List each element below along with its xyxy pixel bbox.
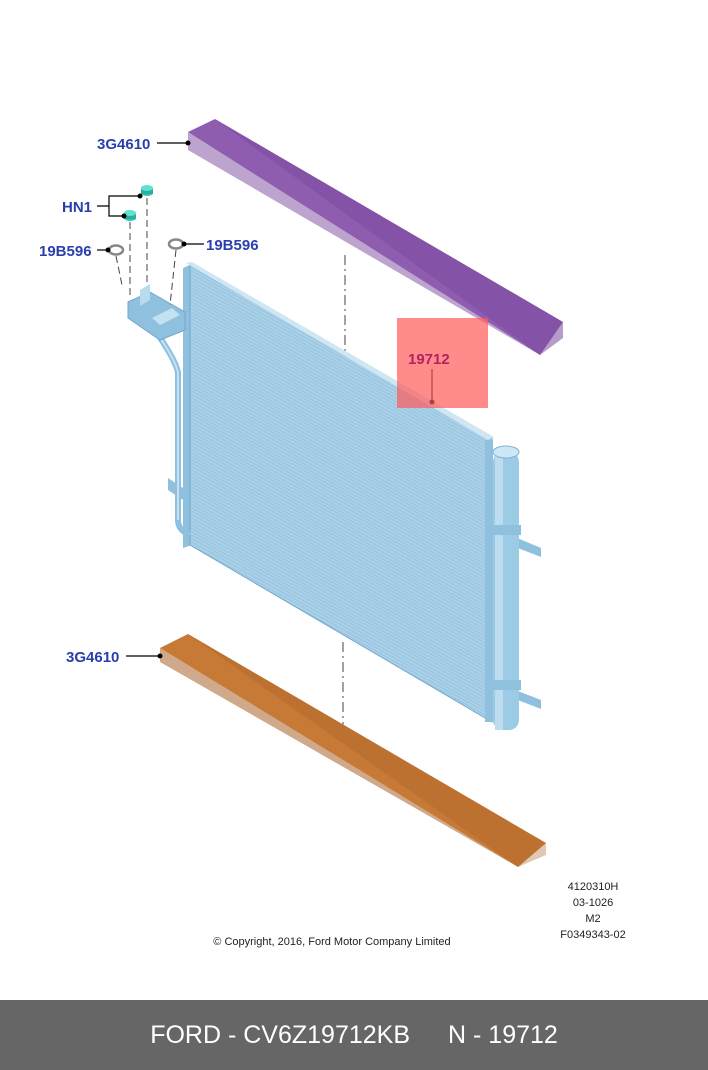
footer-part-number: FORD - CV6Z19712KB [150, 1020, 411, 1049]
parts-diagram: 3G4610 HN1 19B596 19B596 19712 3G4610 [39, 119, 563, 867]
nut-lower [124, 210, 136, 221]
top-seal-3g4610 [188, 119, 563, 355]
reference-code: 4120310H [567, 881, 619, 893]
callout-bottom-seal[interactable]: 3G4610 [66, 649, 119, 666]
callout-ring-left[interactable]: 19B596 [39, 243, 92, 260]
nut-upper [141, 185, 153, 196]
assembly-lines [115, 198, 177, 306]
reference-code: M2 [585, 913, 601, 925]
footer-bar: FORD - CV6Z19712KB N - 19712 [0, 1000, 708, 1070]
bottom-seal-3g4610 [160, 634, 546, 867]
copyright-notice: © Copyright, 2016, Ford Motor Company Li… [213, 936, 451, 948]
footer-reference: N - 19712 [448, 1020, 558, 1049]
callout-top-seal[interactable]: 3G4610 [97, 136, 150, 153]
callout-nuts[interactable]: HN1 [62, 199, 92, 216]
diagram-reference-codes: 4120310H 03-1026 M2 F0349343-02 [548, 879, 638, 943]
o-ring-left [107, 244, 125, 256]
callout-ring-right[interactable]: 19B596 [206, 237, 259, 254]
reference-code: F0349343-02 [560, 929, 626, 941]
callout-condenser[interactable]: 19712 [408, 351, 450, 368]
highlight-box [397, 318, 488, 408]
reference-code: 03-1026 [572, 897, 614, 909]
o-ring-right [167, 238, 185, 250]
